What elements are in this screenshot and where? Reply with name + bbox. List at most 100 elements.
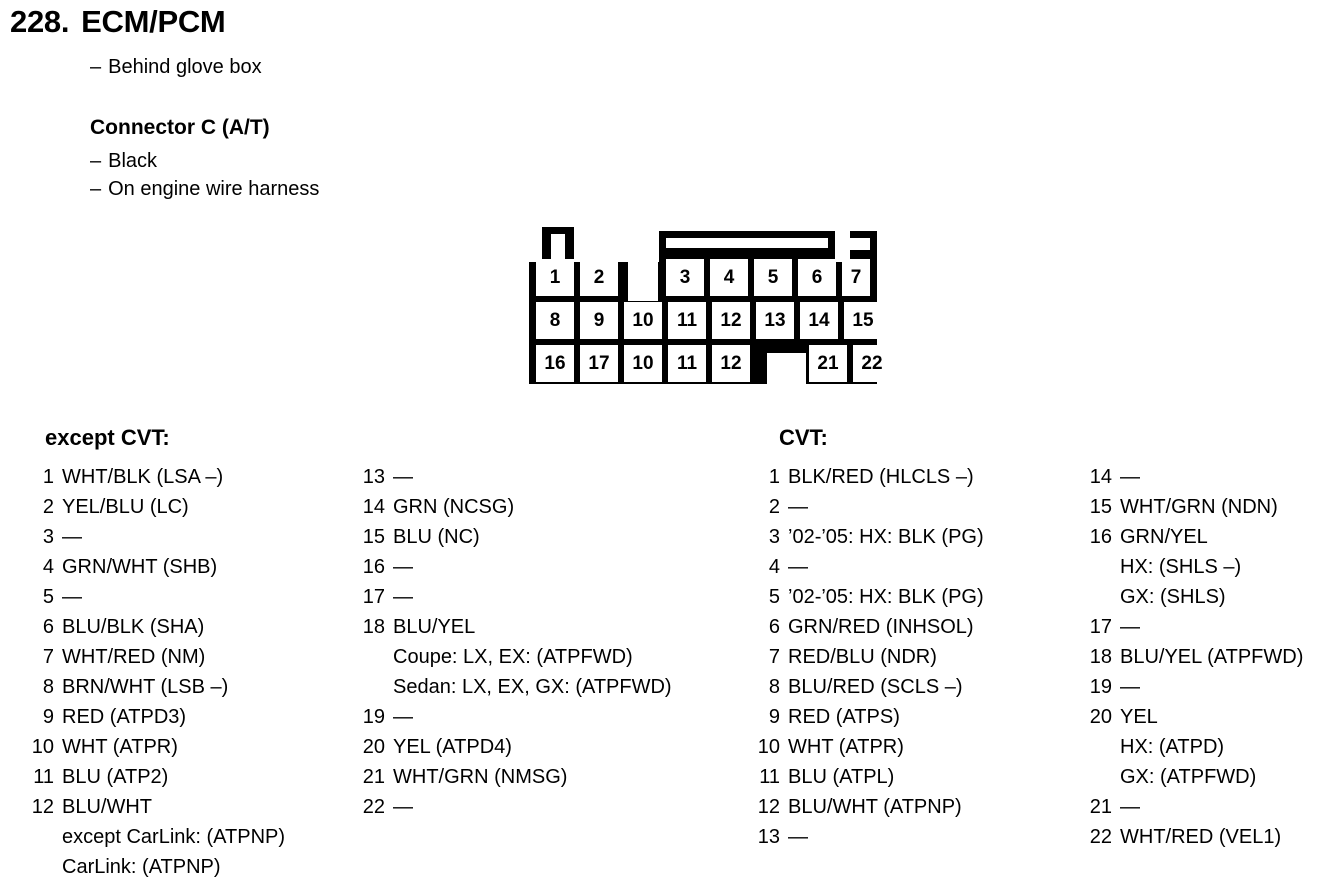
pin-sub-item: GX: (ATPFWD) (1120, 766, 1257, 788)
pin-description: ’02-’05: HX: BLK (PG) (788, 586, 984, 608)
pin-number: 18 (1089, 646, 1112, 668)
pin-number: 12 (757, 796, 780, 818)
pin-number: 13 (362, 466, 385, 488)
pin-number: 8 (768, 676, 780, 698)
pin-list-item: 21— (1082, 792, 1303, 822)
connector-harness-text: On engine wire harness (108, 178, 320, 200)
pin-description: BLU/BLK (SHA) (62, 616, 205, 638)
pin-number: 15 (1089, 496, 1112, 518)
connector-gap-row3 (767, 353, 806, 387)
pin-description: GRN (NCSG) (393, 496, 515, 518)
page-title-text: ECM/PCM (81, 4, 226, 39)
pin-description: — (393, 706, 413, 728)
pin-description: WHT/RED (VEL1) (1120, 826, 1282, 848)
pin-number: 4 (768, 556, 780, 578)
pin-number: 22 (1089, 826, 1112, 848)
pin-cell-9: 9 (580, 302, 618, 339)
pin-description: BLU (NC) (393, 526, 480, 548)
pin-cell-13: 13 (756, 302, 794, 339)
pin-description: — (62, 586, 82, 608)
pin-description: — (788, 826, 808, 848)
location-note-text: Behind glove box (108, 56, 262, 78)
pin-sub-item: except CarLink: (ATPNP) (62, 826, 286, 848)
dash-bullet-icon: – (90, 178, 102, 200)
pin-list-item: 13— (750, 822, 984, 852)
pin-number: 8 (42, 676, 54, 698)
connector-top-bar-slot (666, 238, 828, 248)
pin-cell-17: 17 (580, 345, 618, 382)
pin-description: BLK/RED (HLCLS –) (788, 466, 974, 488)
pin-cell-22: 22 (853, 345, 891, 382)
pin-number: 5 (768, 586, 780, 608)
pin-description: WHT/RED (NM) (62, 646, 206, 668)
connector-harness-note: –On engine wire harness (90, 178, 319, 201)
pin-cell-12: 12 (712, 302, 750, 339)
pin-cell-6: 6 (798, 259, 836, 296)
pin-cell-1: 1 (536, 259, 574, 296)
pin-cell-19: 11 (668, 345, 706, 382)
pin-cell-7: 7 (842, 259, 870, 296)
pin-number: 14 (1089, 466, 1112, 488)
pin-sub-item: Coupe: LX, EX: (ATPFWD) (393, 646, 633, 668)
pin-sub-item: CarLink: (ATPNP) (62, 856, 221, 878)
pin-cell-11: 11 (668, 302, 706, 339)
connector-pinout-diagram: 1 2 3 4 5 6 7 8 9 10 11 12 13 14 15 16 1… (520, 225, 900, 395)
pin-sub-list: except CarLink: (ATPNP) CarLink: (ATPNP) (62, 822, 285, 882)
pin-description: — (62, 526, 82, 548)
pin-description: BLU/YEL (ATPFWD) (1120, 646, 1304, 668)
pin-cell-15: 15 (844, 302, 882, 339)
pin-list-item: 17— (355, 582, 672, 612)
pin-number: 10 (31, 736, 54, 758)
pin-number: 16 (1089, 526, 1112, 548)
pin-cell-16: 16 (536, 345, 574, 382)
pin-number: 9 (768, 706, 780, 728)
pin-cell-20: 12 (712, 345, 750, 382)
page-title: 228. ECM/PCM (10, 4, 226, 40)
pin-cell-21: 21 (809, 345, 847, 382)
connector-lock-tab-slot (551, 234, 565, 260)
pin-number: 3 (42, 526, 54, 548)
pin-sub-item: GX: (SHLS) (1120, 586, 1226, 608)
connector-heading: Connector C (A/T) (90, 116, 270, 139)
pin-number: 9 (42, 706, 54, 728)
pin-list-item: 3’02-’05: HX: BLK (PG) (750, 522, 984, 552)
pin-description: RED (ATPS) (788, 706, 900, 728)
pin-description: RED/BLU (NDR) (788, 646, 937, 668)
pin-description: — (788, 496, 808, 518)
pin-list-item: 2— (750, 492, 984, 522)
pin-number: 19 (1089, 676, 1112, 698)
pin-number: 17 (362, 586, 385, 608)
pin-number: 10 (757, 736, 780, 758)
pin-number: 4 (42, 556, 54, 578)
cvt-header: CVT: (779, 425, 828, 450)
pin-description: WHT (ATPR) (62, 736, 178, 758)
pin-number: 6 (42, 616, 54, 638)
pin-list-item: 17— (1082, 612, 1303, 642)
pin-description: — (1120, 796, 1140, 818)
pin-cell-3: 3 (666, 259, 704, 296)
pin-description: BLU/RED (SCLS –) (788, 676, 963, 698)
except-cvt-header: except CVT: (45, 425, 170, 450)
pin-number: 7 (768, 646, 780, 668)
dash-bullet-icon: – (90, 150, 102, 172)
pin-cell-14: 14 (800, 302, 838, 339)
pin-list-item: 22— (355, 792, 672, 822)
pin-sub-item: Sedan: LX, EX, GX: (ATPFWD) (393, 676, 672, 698)
pin-cell-4: 4 (710, 259, 748, 296)
pin-description: BLU/WHT (62, 796, 152, 818)
pin-number: 1 (42, 466, 54, 488)
page-number: 228. (10, 4, 70, 39)
